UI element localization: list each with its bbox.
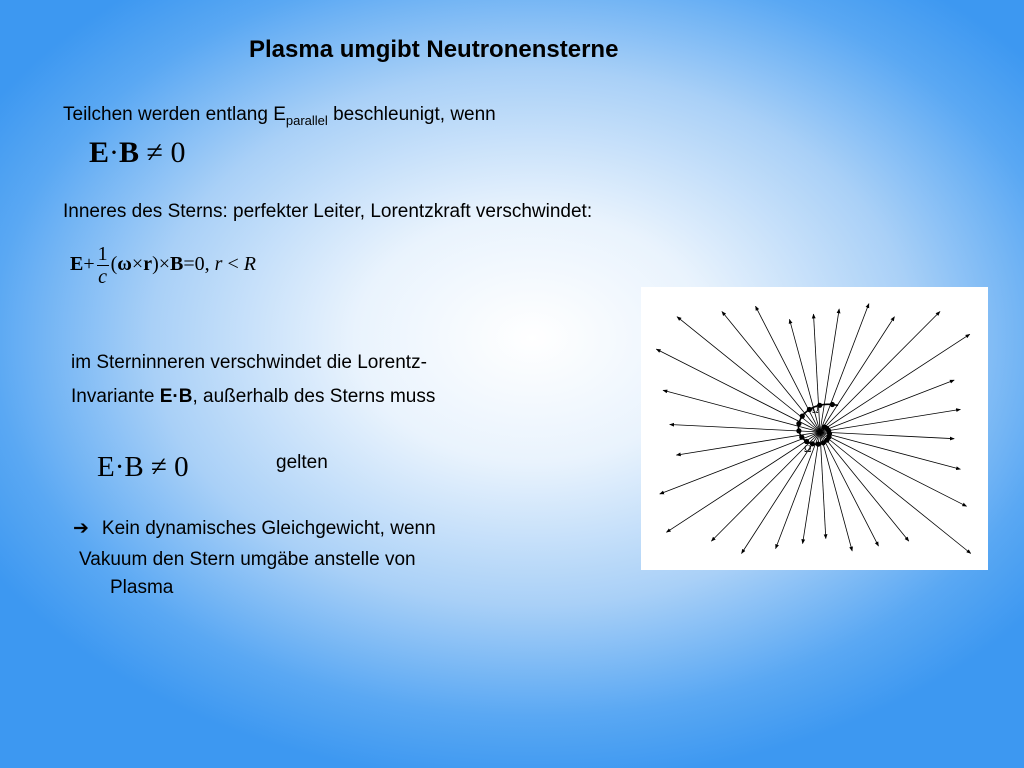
line1-post: beschleunigt, wenn xyxy=(327,104,496,125)
field-line-arrow xyxy=(819,303,870,433)
eq1-dot: · xyxy=(109,136,120,169)
eq1-neq: ≠ xyxy=(146,136,163,169)
spiral-bead xyxy=(809,441,815,447)
line3b-bold: E·B xyxy=(159,386,193,407)
eq2-radius: R xyxy=(243,253,256,276)
field-line-arrow xyxy=(819,408,961,433)
field-line-arrow xyxy=(659,431,821,495)
field-line-arrow xyxy=(755,305,821,433)
spiral-bead xyxy=(796,421,802,427)
field-line-arrow xyxy=(662,389,821,433)
eq1-b: B xyxy=(119,136,140,169)
field-line-arrow xyxy=(819,431,828,540)
field-line-arrow xyxy=(819,316,895,433)
spiral-bead xyxy=(820,440,826,446)
eq2-lpar: ( xyxy=(110,253,118,276)
field-line-arrow xyxy=(819,431,910,542)
field-line-arrow xyxy=(819,333,971,433)
eq1-zero: 0 xyxy=(170,136,186,169)
omega-label-upper: Ω xyxy=(812,405,819,415)
field-line-arrow xyxy=(819,431,853,552)
line4-text: Kein dynamisches Gleichgewicht, wenn xyxy=(101,518,436,539)
equation-e-dot-b-neq-zero-bold: E·B ≠ 0 xyxy=(89,136,186,170)
field-line-arrow xyxy=(655,348,821,433)
eq2-e: E xyxy=(70,253,84,276)
radial-field-lines xyxy=(655,303,972,554)
spiral-field-diagram: Ω Ω xyxy=(641,287,988,570)
eq2-denominator: c xyxy=(98,266,108,288)
spiral-bead xyxy=(799,413,805,419)
eq3-zero: 0 xyxy=(174,451,189,483)
spiral-bead xyxy=(799,434,805,440)
eq2-equals: = xyxy=(183,253,195,276)
field-line-arrow xyxy=(741,431,821,554)
field-line-arrow xyxy=(819,431,968,507)
field-line-arrow xyxy=(819,431,879,547)
field-line-arrow xyxy=(819,431,961,471)
line1-subscript: parallel xyxy=(285,112,328,128)
field-line-arrow xyxy=(669,422,821,433)
star-center xyxy=(817,429,823,435)
text-line-inneres: Inneres des Sterns: perfekter Leiter, Lo… xyxy=(63,201,593,222)
eq2-r: r xyxy=(143,253,153,276)
field-line-arrow xyxy=(811,313,821,433)
text-line-sterninneren: im Sterninneren verschwindet die Lorentz… xyxy=(71,352,427,373)
eq2-omega: ω xyxy=(117,253,132,276)
line3b-pre: Invariante xyxy=(71,386,160,407)
field-line-arrow xyxy=(801,431,821,545)
arrow-right-icon: ➔ xyxy=(73,518,89,539)
eq2-rpar: ) xyxy=(152,253,159,276)
field-line-arrow xyxy=(675,431,821,457)
field-line-arrow xyxy=(721,311,821,433)
text-line-eparallel: Teilchen werden entlang Eparallel beschl… xyxy=(63,104,496,128)
line3b-post: , außerhalb des Sterns muss xyxy=(192,386,436,407)
field-line-arrow xyxy=(775,431,821,550)
field-line-arrow xyxy=(665,431,821,533)
field-line-arrow xyxy=(788,318,821,433)
spiral-bead xyxy=(804,438,810,445)
eq2-less-than: < xyxy=(222,253,244,276)
spiral-bead xyxy=(796,428,802,434)
line1-pre: Teilchen werden entlang E xyxy=(63,104,286,125)
eq2-r-var: r xyxy=(214,253,223,276)
spiral-bead xyxy=(817,402,823,408)
eq2-times1: × xyxy=(131,253,144,276)
text-line-invariante: Invariante E·B, außerhalb des Sterns mus… xyxy=(71,386,435,408)
field-line-arrow xyxy=(676,316,821,433)
spiral-field-svg: Ω Ω xyxy=(655,303,972,554)
eq2-numerator: 1 xyxy=(96,243,109,266)
eq2-times2: × xyxy=(158,253,171,276)
eq2-zero: 0, xyxy=(194,253,215,276)
spiral-bead xyxy=(815,441,821,447)
field-line-arrow xyxy=(819,379,955,433)
spiral-bead xyxy=(829,401,835,408)
eq2-plus: + xyxy=(83,253,95,276)
eq3-neq: ≠ xyxy=(150,451,167,483)
text-line-gleichgewicht: ➔ Kein dynamisches Gleichgewicht, wenn xyxy=(73,517,436,540)
text-line-plasma: Plasma xyxy=(110,577,174,598)
spiral-bead xyxy=(806,406,812,413)
spiral-bead xyxy=(824,437,830,443)
spiral-particles xyxy=(796,401,835,447)
eq1-e: E xyxy=(89,136,110,169)
field-line-arrow xyxy=(819,431,955,441)
field-line-arrow xyxy=(819,431,972,554)
eq3-eb: E·B xyxy=(97,451,144,483)
text-gelten: gelten xyxy=(276,452,328,473)
field-line-arrow xyxy=(819,311,941,433)
field-line-arrow xyxy=(819,308,841,433)
text-line-vakuum: Vakuum den Stern umgäbe anstelle von xyxy=(79,549,416,570)
omega-label-lower: Ω xyxy=(804,444,811,455)
equation-e-dot-b-neq-zero: E·B ≠ 0 xyxy=(97,451,189,484)
eq2-b: B xyxy=(170,253,184,276)
field-line-arrow xyxy=(711,431,821,542)
slide-title: Plasma umgibt Neutronensterne xyxy=(249,36,619,63)
